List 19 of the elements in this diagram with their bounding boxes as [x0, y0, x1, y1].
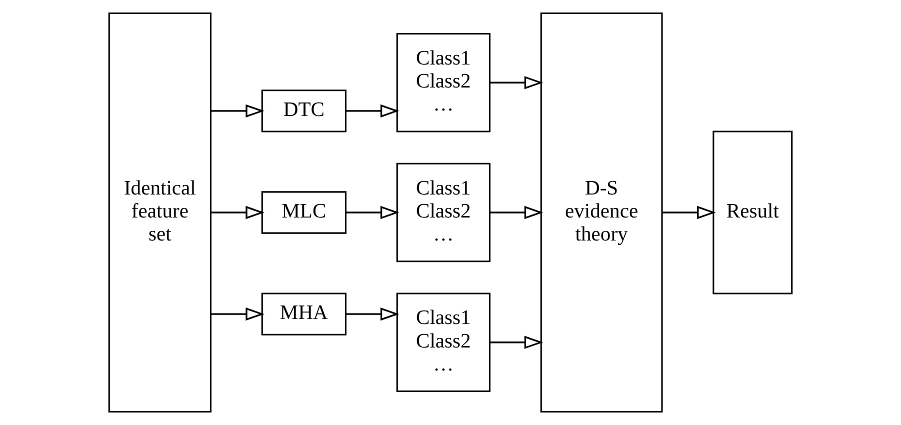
arrow [211, 206, 264, 220]
node-box: Result [712, 130, 793, 294]
arrow [346, 308, 400, 321]
node-box: MLC [261, 191, 346, 234]
node-box: Class1 Class2 … [396, 33, 490, 132]
node-box: DTC [261, 90, 346, 132]
arrow [346, 206, 400, 220]
node-box: D-S evidence theory [540, 12, 663, 413]
arrow [490, 336, 544, 349]
node-box: Identical feature set [108, 12, 212, 413]
arrow [490, 206, 544, 220]
node-box: Class1 Class2 … [396, 162, 490, 262]
arrow [346, 104, 400, 118]
arrow [490, 76, 544, 90]
node-box: Class1 Class2 … [396, 292, 490, 392]
arrow [211, 104, 264, 118]
arrow [211, 308, 264, 321]
arrow [662, 206, 716, 220]
node-box: MHA [261, 292, 346, 336]
